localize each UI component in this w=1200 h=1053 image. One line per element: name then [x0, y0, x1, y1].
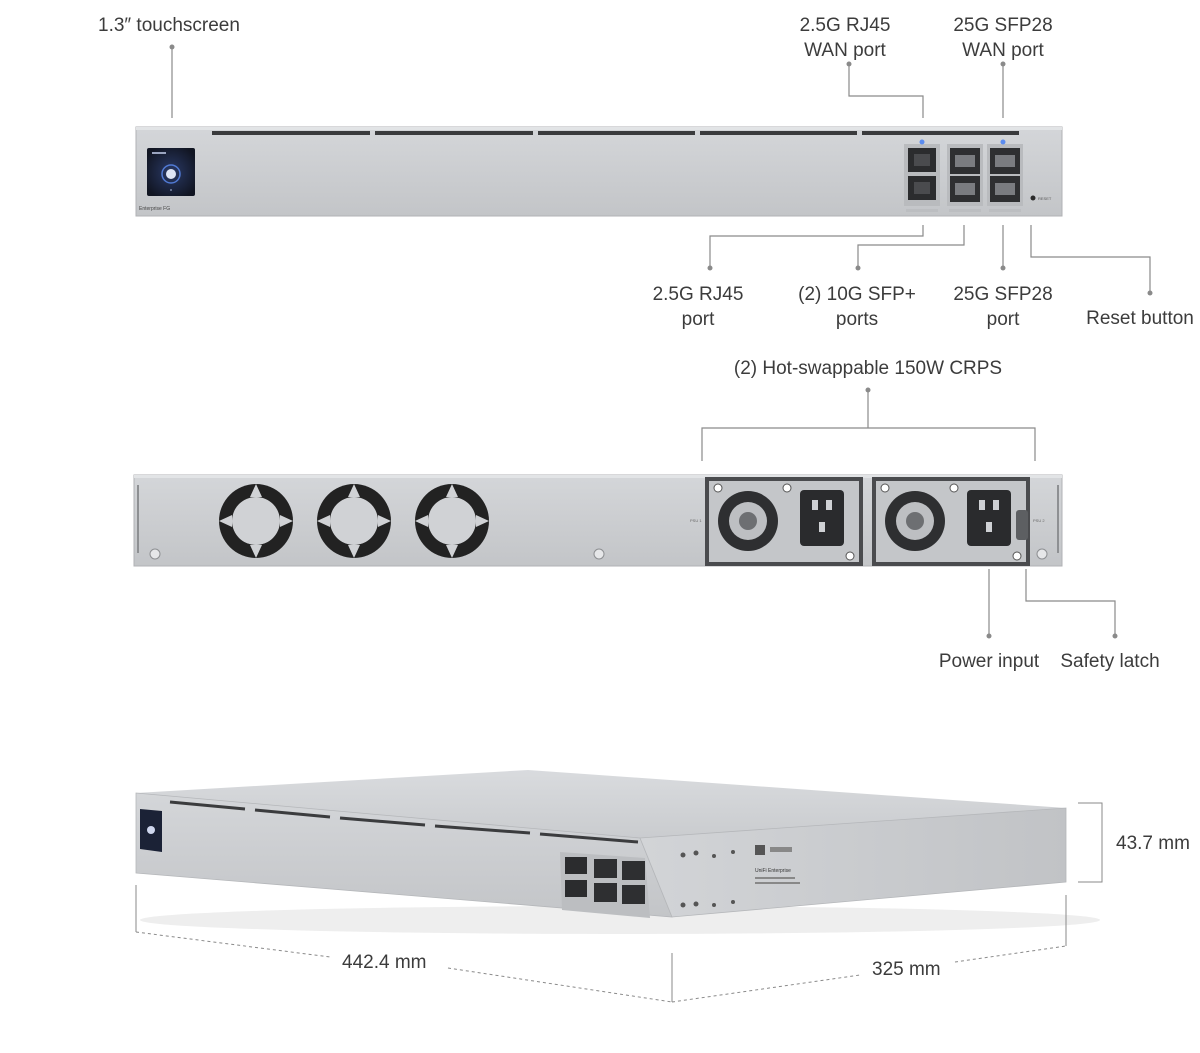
- rear-leader-lines: [701, 390, 1116, 636]
- perspective-touchscreen: [140, 809, 162, 852]
- dimension-width: 442.4 mm: [336, 950, 433, 975]
- psu2-print: PSU 2: [1033, 518, 1045, 523]
- dimension-height: 43.7 mm: [1110, 831, 1196, 856]
- rear-leader-dots: [865, 387, 1118, 639]
- psu1-print: PSU 1: [690, 518, 702, 523]
- perspective-port-cluster: [560, 852, 650, 918]
- rear-screws: [149, 548, 1048, 560]
- power-supply-2: [872, 477, 1030, 566]
- rj45-port-stack: [904, 139, 940, 212]
- label-touchscreen: 1.3″ touchscreen: [98, 15, 240, 36]
- side-brand-text: UniFi Enterprise: [755, 868, 791, 874]
- perspective-top-panel: [136, 770, 1066, 838]
- sfp28-port-stack: [987, 139, 1023, 212]
- front-leader-lines: [171, 47, 1151, 293]
- label-reset-button: Reset button: [1086, 308, 1194, 329]
- perspective-side-face: [639, 807, 1067, 918]
- label-crps: (2) Hot-swappable 150W CRPS: [733, 358, 1003, 379]
- power-supply-1: [705, 477, 863, 566]
- label-sfp28-wan: 25G SFP28 WAN port: [953, 15, 1053, 61]
- reset-print: RESET: [1038, 196, 1052, 201]
- perspective-side-details: [680, 845, 800, 908]
- touchscreen-display: [147, 148, 195, 196]
- label-sfp-plus: (2) 10G SFP+ ports: [798, 284, 916, 330]
- front-view: Enterprise FG: [135, 126, 1063, 217]
- fan-grille-1: [219, 484, 293, 558]
- reset-button: [1030, 195, 1036, 201]
- label-sfp28-port: 25G SFP28 port: [953, 284, 1053, 330]
- dimension-guides: [135, 802, 1103, 1003]
- label-power-input: Power input: [938, 651, 1040, 672]
- fan-grille-3: [415, 484, 489, 558]
- front-vent-slots: [212, 131, 1019, 135]
- rear-view: PSU 1 PSU 2: [133, 474, 1063, 567]
- sfp-plus-port-stack: [947, 144, 983, 212]
- perspective-view: UniFi Enterprise: [135, 770, 1100, 934]
- label-safety-latch: Safety latch: [1060, 651, 1160, 672]
- label-rj45-wan: 2.5G RJ45 WAN port: [799, 15, 891, 61]
- label-rj45-port: 2.5G RJ45 port: [652, 284, 744, 330]
- front-leader-dots: [169, 44, 1153, 296]
- front-brand-text: Enterprise FG: [139, 206, 170, 212]
- fan-grille-2: [317, 484, 391, 558]
- dimension-depth: 325 mm: [866, 957, 947, 982]
- perspective-vent-slots: [169, 800, 639, 844]
